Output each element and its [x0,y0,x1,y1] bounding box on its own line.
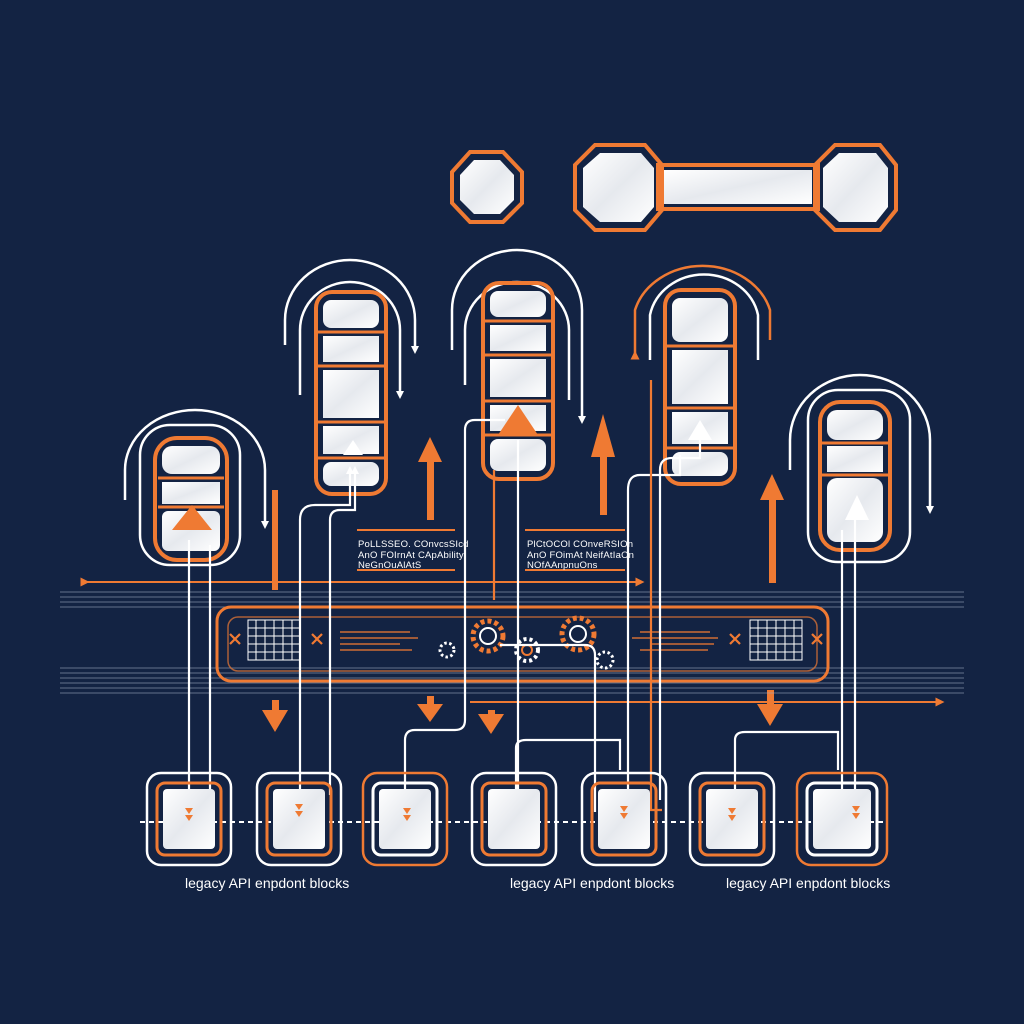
annotation-left-line-1: PoLLSSEO. COnvcsSIcd [358,539,469,550]
grid-icon [247,619,301,661]
gear-icon [514,637,540,663]
close-icon [811,633,823,645]
octagon-node-icon [450,150,524,224]
close-icon [311,633,323,645]
annotation-right-line-3: NOfAAnpnuOns [527,560,598,571]
endpoint-group-label-2: legacy API enpdont blocks [510,875,674,891]
endpoint-group-label-1: legacy API enpdont blocks [185,875,349,891]
gear-icon [559,615,597,653]
grid-icon [749,619,803,661]
annotation-right-line-1: PlCtOCOl COnveRSIOn [527,539,633,550]
orange-flow-arrows [262,414,784,734]
legacy-endpoint-block-7 [795,771,889,867]
service-stack-2 [283,258,419,496]
service-stack-5 [788,373,934,564]
legacy-endpoint-row [140,771,889,867]
gear-icon [438,641,456,659]
service-stack-3 [450,248,586,481]
annotation-left-line-3: NeGnOuAlAtS [358,560,421,571]
down-chevron-icons [185,804,860,821]
dumbbell-connector-icon [573,143,898,232]
close-icon [729,633,741,645]
service-stack-4 [630,264,772,486]
gateway-bus [60,577,964,707]
close-icon [229,633,241,645]
legacy-endpoint-block-4 [470,771,558,867]
legacy-endpoint-block-3 [361,771,449,867]
endpoint-group-label-3: legacy API enpdont blocks [726,875,890,891]
annotation-right: PlCtOCOl COnveRSIOn AnO FOimAt NeifAtIaO… [525,529,634,571]
gear-icon [595,650,615,670]
annotation-right-line-2: AnO FOimAt NeifAtIaOn [527,550,634,561]
gear-icon [470,618,506,654]
annotation-left: PoLLSSEO. COnvcsSIcd AnO FOIrnAt CApAbil… [357,529,469,571]
legacy-endpoint-block-5 [580,771,668,867]
annotation-left-line-2: AnO FOIrnAt CApAbility [358,550,464,561]
connector-lines [187,418,857,812]
legacy-endpoint-block-2 [255,771,343,867]
service-stack-1 [123,408,269,567]
